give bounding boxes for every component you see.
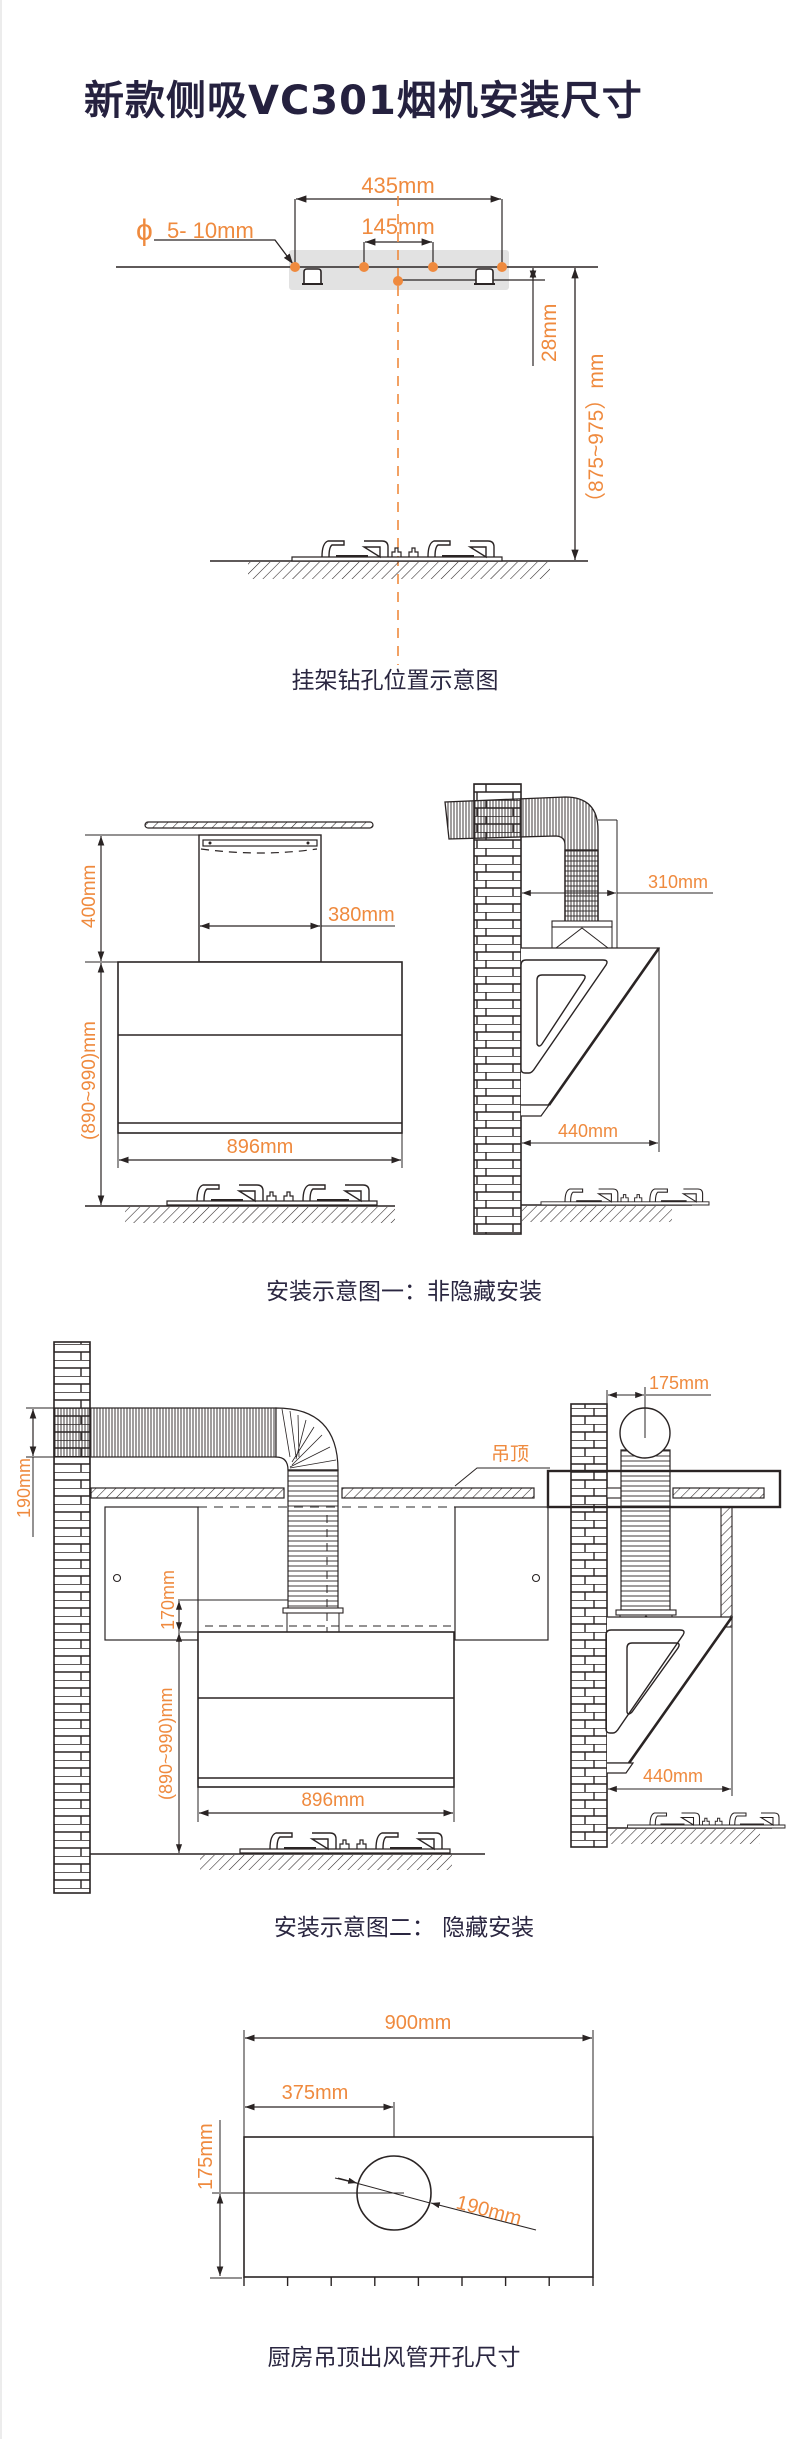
non-concealed-front-view: 380mm 896mm 400mm (890~990)mm <box>79 821 403 1223</box>
drill-hole <box>393 276 403 286</box>
caption-concealed: 安装示意图二： 隐藏安装 <box>274 1915 534 1941</box>
concealed-front-view: 吊顶 896mm 190mm 170mm (890~990)mm <box>14 1341 550 1894</box>
label-hood-height-range: (890~990)mm <box>156 1687 176 1800</box>
ceiling-slab <box>341 1487 535 1499</box>
label-duct-height: 190mm <box>14 1458 34 1518</box>
hood-body <box>117 961 403 1134</box>
countertop-hatch <box>248 562 550 579</box>
brick-wall <box>570 1403 608 1848</box>
cooktop-icon <box>291 540 503 562</box>
cooktop-icon <box>239 1832 451 1854</box>
drill-hole <box>359 262 369 272</box>
exhaust-duct <box>620 1449 671 1611</box>
cooktop-icon <box>626 1812 786 1829</box>
label-hole-offset-x: 375mm <box>282 2082 349 2104</box>
hood-body <box>197 1631 455 1788</box>
wall-cabinet <box>454 1506 549 1641</box>
label-hood-depth: 440mm <box>558 1121 618 1141</box>
caption-ceiling-hole: 厨房吊顶出风管开孔尺寸 <box>268 2345 521 2371</box>
page-title: 新款侧吸VC301烟机安装尺寸 <box>84 78 643 124</box>
label-offset: 28mm <box>538 304 561 362</box>
hook-icon <box>474 268 495 285</box>
drill-holes <box>290 262 507 286</box>
label-hole-diameter: 5- 10mm <box>167 218 254 243</box>
bracket-drilling-diagram: 435mm 145mm ϕ 5- 10mm 28mm （875~975）mm <box>116 173 608 665</box>
chimney <box>198 834 322 963</box>
label-chimney-height: 400mm <box>79 865 100 928</box>
countertop-hatch <box>200 1855 452 1870</box>
label-hole-offset-y: 175mm <box>195 2123 217 2190</box>
label-chimney-width: 380mm <box>328 904 395 926</box>
label-ceiling: 吊顶 <box>491 1444 529 1465</box>
caption-bracket-drilling: 挂架钻孔位置示意图 <box>292 668 499 694</box>
label-duct-center: 175mm <box>649 1373 709 1393</box>
label-height-range: （875~975）mm <box>585 354 608 513</box>
ceiling-strip <box>144 821 374 829</box>
label-hood-depth: 440mm <box>643 1766 703 1786</box>
wall-cabinet <box>104 1506 199 1641</box>
label-hood-width: 896mm <box>301 1790 364 1811</box>
cooktop-icon <box>540 1188 710 1206</box>
countertop-hatch <box>125 1207 395 1223</box>
exhaust-duct <box>53 1407 277 1458</box>
label-hood-width: 896mm <box>227 1136 294 1158</box>
ceiling-hole-diagram: 900mm 375mm 190mm 175mm <box>195 2012 594 2286</box>
label-hood-height-range: (890~990)mm <box>79 1021 100 1140</box>
page-edge <box>0 0 2 2439</box>
drill-hole <box>428 262 438 272</box>
concealed-side-view: 175mm 440mm <box>546 1373 786 1848</box>
drill-hole <box>497 262 507 272</box>
drill-hole <box>290 262 300 272</box>
ceiling-panel <box>243 2136 594 2278</box>
label-outer-spacing: 435mm <box>361 173 434 198</box>
caption-non-concealed: 安装示意图一：非隐藏安装 <box>266 1279 542 1305</box>
ruler-ticks <box>243 2277 594 2286</box>
non-concealed-side-view: 310mm 440mm <box>444 783 713 1235</box>
label-gap: 170mm <box>158 1570 178 1630</box>
hook-icon <box>302 268 323 285</box>
brick-wall <box>473 783 522 1235</box>
label-duct-offset: 310mm <box>648 872 708 892</box>
ceiling-slab <box>90 1487 285 1499</box>
diameter-symbol-icon: ϕ <box>136 214 153 247</box>
label-total-width: 900mm <box>385 2012 452 2034</box>
cooktop-icon <box>166 1184 378 1206</box>
